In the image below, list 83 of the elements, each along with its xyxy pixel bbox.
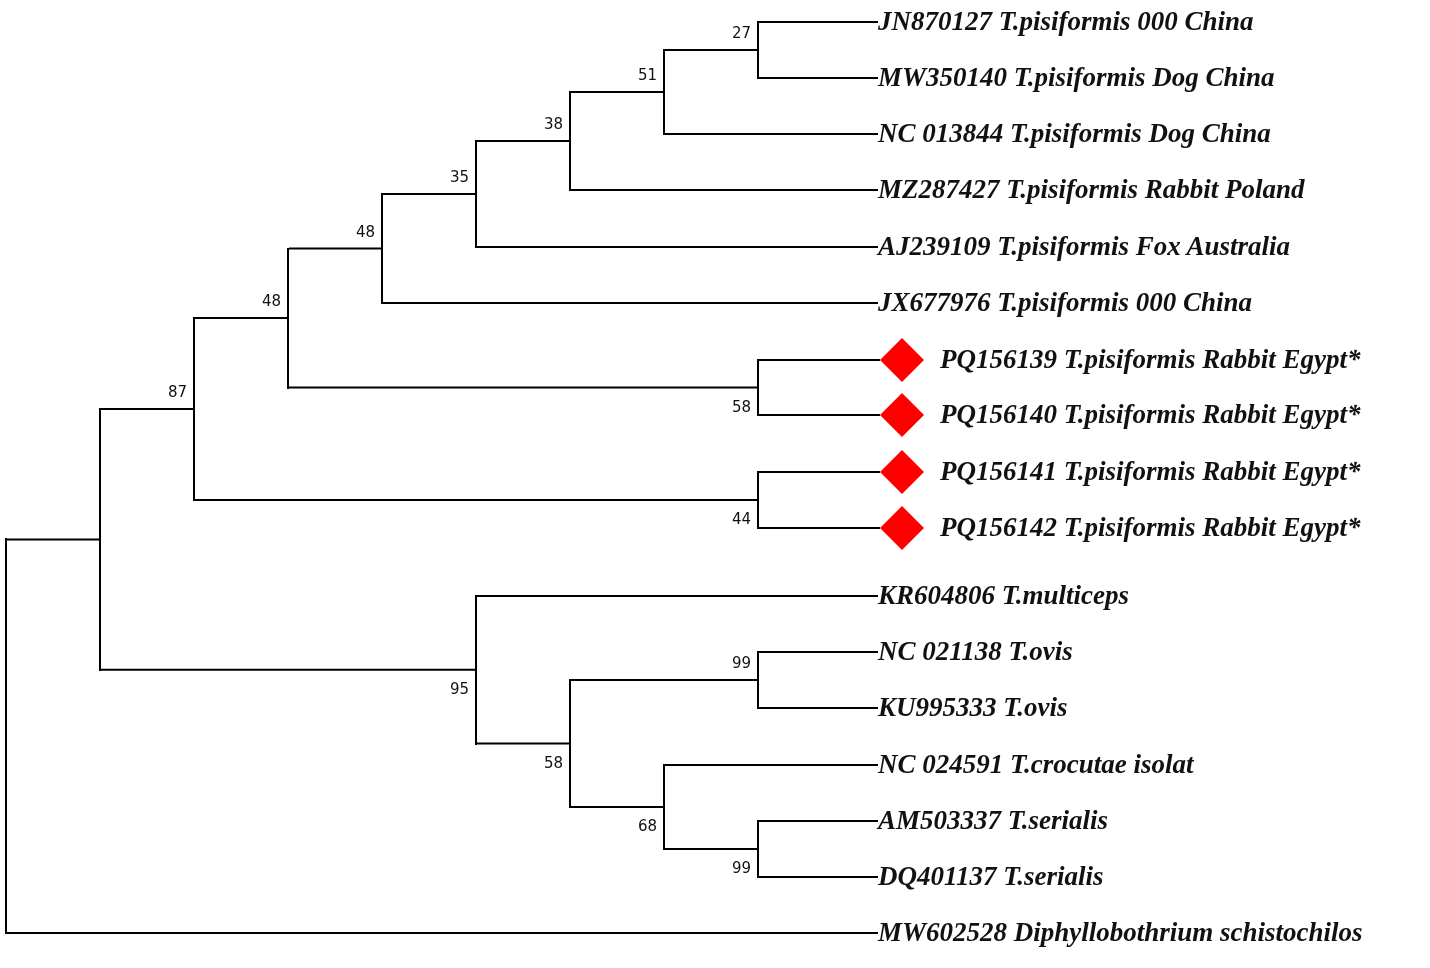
bootstrap-value: 44	[731, 510, 751, 528]
branch-line	[758, 359, 881, 361]
diamond-marker	[880, 393, 924, 437]
branch-line	[475, 140, 477, 248]
branch-line	[664, 764, 879, 766]
taxon-label: NC 013844 T.pisiformis Dog China	[878, 118, 1271, 148]
branch-line	[6, 538, 100, 541]
bootstrap-value: 87	[167, 383, 187, 401]
taxon-label: PQ156141 T.pisiformis Rabbit Egypt*	[940, 456, 1361, 486]
branch-line	[757, 651, 759, 709]
bootstrap-value: 99	[731, 654, 751, 672]
taxon-label: AM503337 T.serialis	[878, 805, 1109, 835]
branch-line	[476, 140, 570, 142]
branch-line	[382, 193, 476, 195]
diamond-marker	[880, 450, 924, 494]
taxon-label: NC 021138 T.ovis	[878, 636, 1073, 666]
branch-line	[570, 679, 758, 681]
branch-line	[288, 247, 382, 250]
branch-line	[5, 538, 7, 934]
branch-line	[757, 359, 759, 416]
branch-line	[476, 246, 879, 248]
bootstrap-value: 51	[637, 66, 657, 84]
bootstrap-value: 38	[543, 115, 563, 133]
branch-line	[758, 651, 879, 653]
taxon-label: JN870127 T.pisiformis 000 China	[878, 6, 1254, 36]
taxon-label: AJ239109 T.pisiformis Fox Australia	[878, 231, 1291, 261]
branch-line	[570, 806, 664, 808]
taxon-label: KR604806 T.multiceps	[878, 580, 1130, 610]
taxon-label: PQ156140 T.pisiformis Rabbit Egypt*	[940, 399, 1361, 429]
branch-line	[570, 91, 664, 93]
bootstrap-value: 58	[543, 753, 563, 772]
branch-line	[6, 932, 879, 934]
branch-line	[475, 595, 477, 745]
branch-line	[287, 247, 289, 389]
branch-line	[758, 527, 881, 529]
branch-line	[757, 820, 759, 878]
bootstrap-value: 58	[731, 397, 751, 416]
branch-line	[100, 668, 476, 671]
branch-line	[100, 408, 194, 410]
taxon-label: JX677976 T.pisiformis 000 China	[878, 287, 1253, 317]
bootstrap-value: 68	[637, 817, 657, 835]
branch-line	[664, 848, 758, 850]
branch-line	[570, 189, 879, 191]
taxon-label: NC 024591 T.crocutae isolat	[878, 749, 1194, 779]
branch-line	[664, 49, 758, 51]
bootstrap-value: 48	[355, 222, 375, 241]
diamond-marker	[880, 338, 924, 382]
branch-line	[663, 49, 665, 135]
bootstrap-value: 35	[449, 168, 469, 186]
branch-line	[382, 302, 879, 304]
taxon-label: PQ156139 T.pisiformis Rabbit Egypt*	[940, 344, 1361, 374]
taxon-label: MW350140 T.pisiformis Dog China	[878, 62, 1275, 92]
branch-line	[99, 408, 101, 671]
branch-line	[569, 91, 571, 191]
branch-line	[288, 386, 758, 389]
branch-line	[476, 742, 570, 745]
branch-line	[664, 133, 879, 135]
branch-line	[381, 193, 383, 304]
taxon-label: MZ287427 T.pisiformis Rabbit Poland	[878, 174, 1305, 204]
branch-line	[758, 820, 879, 822]
bootstrap-value: 48	[261, 292, 281, 310]
taxon-label: KU995333 T.ovis	[878, 692, 1068, 722]
branch-line	[757, 21, 759, 79]
branch-line	[758, 471, 881, 473]
branch-line	[757, 471, 759, 529]
branch-line	[476, 595, 879, 597]
branch-line	[194, 499, 758, 501]
taxon-label: MW602528 Diphyllobothrium schistochilos	[878, 917, 1363, 947]
branch-line	[758, 876, 879, 878]
bootstrap-value: 27	[731, 24, 751, 42]
taxon-label: DQ401137 T.serialis	[878, 861, 1104, 891]
branch-line	[569, 679, 571, 808]
bootstrap-value: 95	[449, 679, 469, 698]
bootstrap-value: 99	[731, 859, 751, 877]
diamond-marker	[880, 506, 924, 550]
taxon-label: PQ156142 T.pisiformis Rabbit Egypt*	[940, 512, 1361, 542]
branch-line	[193, 317, 195, 501]
branch-line	[758, 21, 879, 23]
branch-line	[758, 414, 881, 416]
branch-line	[758, 77, 879, 79]
branch-line	[758, 707, 879, 709]
branch-line	[194, 317, 288, 319]
branch-line	[663, 764, 665, 850]
